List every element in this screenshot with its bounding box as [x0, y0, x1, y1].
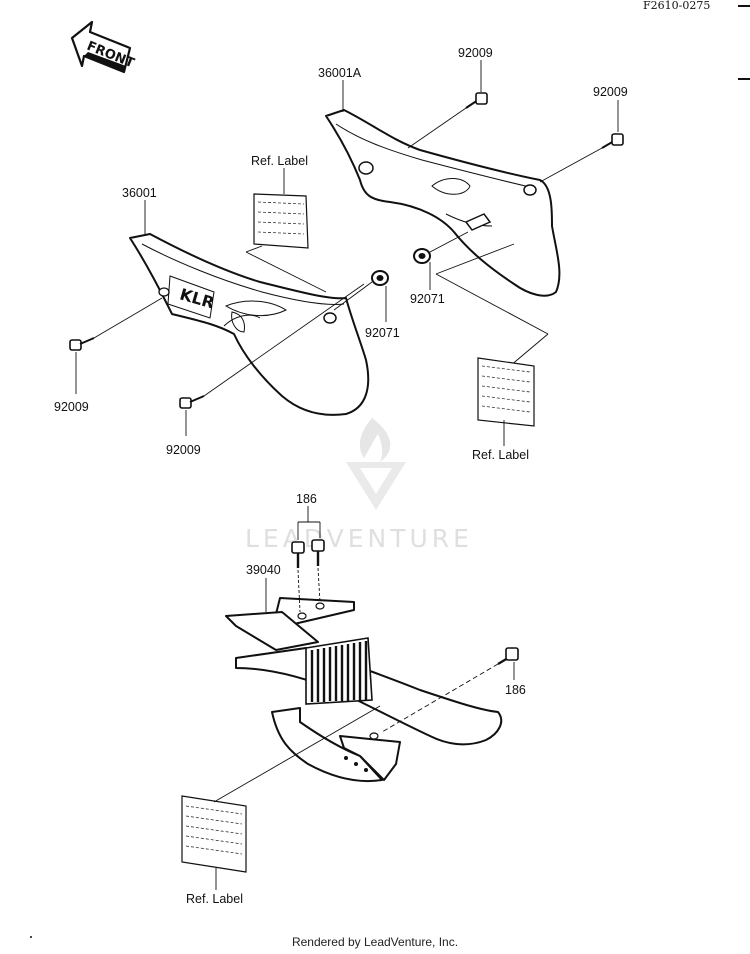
leader-ref-right-b	[435, 273, 549, 335]
label-92009-top-right: 92009	[593, 85, 628, 99]
bolt-icon-top-left	[465, 92, 488, 109]
label-92071-left: 92071	[365, 326, 400, 340]
leader-ref-upper-left-a	[245, 251, 327, 293]
leader-92009-top-left-to-part	[407, 107, 467, 149]
leader-ref-bottom-to-part	[213, 705, 381, 803]
leader-ref-right-a	[435, 243, 515, 275]
front-arrow-icon: FRONT	[70, 20, 136, 74]
bolt-icon-186-right	[497, 647, 519, 665]
leader-92009-top-right-to-part	[539, 147, 603, 183]
guard-plate-assembly	[225, 597, 503, 782]
label-92009-left-front: 92009	[166, 443, 201, 457]
leader-186-top-a-hole	[297, 569, 301, 613]
leader-92009-left-lower-to-part	[93, 297, 163, 339]
bolt-icon-186-top-a	[291, 541, 305, 568]
ref-label-sticker-upper-left	[253, 193, 309, 249]
leader-92071-left-to-part	[333, 281, 373, 311]
side-cover-left: KLR	[129, 233, 370, 416]
bolt-icon-left-front	[179, 395, 205, 409]
leader-ref-upper-left-b	[245, 245, 263, 253]
leader-ref-right-c	[509, 333, 549, 367]
ref-label-sticker-bottom	[181, 795, 247, 873]
grommet-icon-left	[371, 270, 389, 286]
label-92009-top-left: 92009	[458, 46, 493, 60]
side-cover-right	[325, 109, 561, 297]
label-ref-right: Ref. Label	[472, 448, 529, 462]
ref-label-sticker-right	[477, 357, 535, 427]
leader-186-top-b-hole	[317, 567, 321, 603]
label-39040: 39040	[246, 563, 281, 577]
label-92009-left-lower: 92009	[54, 400, 89, 414]
leader-186-right-to-part	[381, 663, 499, 733]
bolt-icon-top-right	[601, 133, 624, 149]
watermark-text: LEADVENTURE	[245, 524, 473, 553]
grommet-icon-right	[413, 248, 431, 264]
label-186-top: 186	[296, 492, 317, 506]
bolt-icon-186-top-b	[311, 539, 325, 566]
label-ref-upper-left: Ref. Label	[251, 154, 308, 168]
label-186-right: 186	[505, 683, 526, 697]
bolt-icon-left-lower	[69, 337, 95, 351]
ribbed-block-hatch	[310, 641, 368, 702]
stray-dot	[30, 936, 32, 938]
leader-92071-right-to-part	[429, 231, 469, 253]
label-36001: 36001	[122, 186, 157, 200]
leadventure-watermark: LEADVENTURE	[245, 418, 473, 553]
label-92071-right: 92071	[410, 292, 445, 306]
footer-credit: Rendered by LeadVenture, Inc.	[291, 935, 459, 949]
leader-92009-left-front-to-part	[203, 283, 365, 397]
label-36001A: 36001A	[318, 66, 362, 80]
label-ref-bottom: Ref. Label	[186, 892, 243, 906]
diagram-code: F2610-0275	[643, 0, 710, 12]
